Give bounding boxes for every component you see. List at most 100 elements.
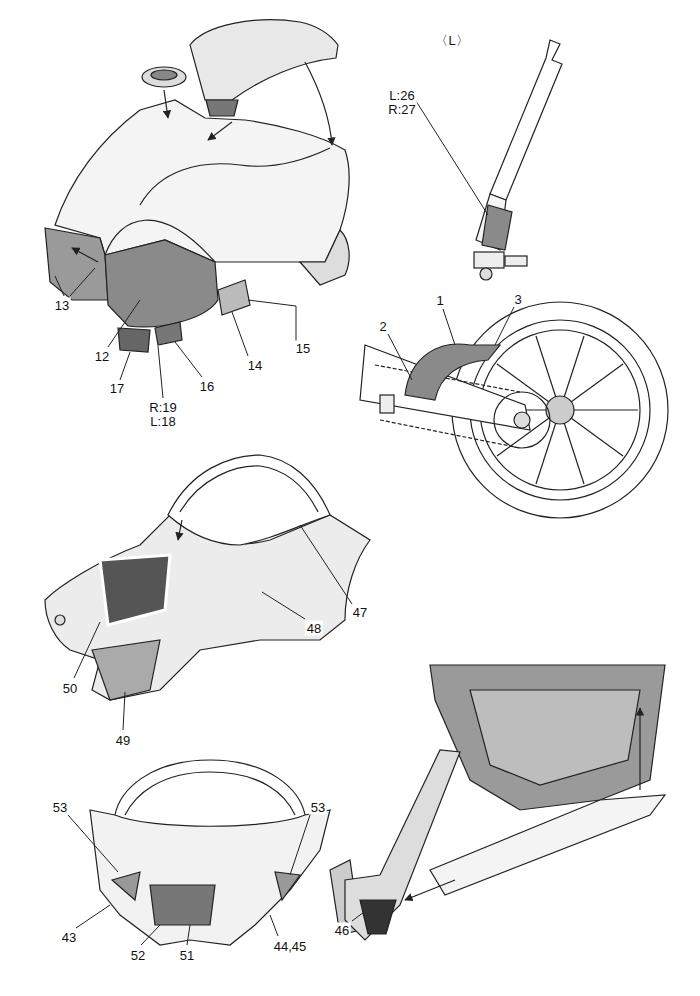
front-fork-part bbox=[505, 256, 527, 266]
leader-lines-part bbox=[74, 622, 100, 678]
callout-number: L:18 bbox=[148, 414, 177, 429]
tank-assembly-part bbox=[208, 122, 232, 140]
leader-lines-part bbox=[187, 925, 190, 945]
leader-lines-part bbox=[120, 352, 130, 380]
callout-number: 43 bbox=[60, 930, 78, 945]
tank-assembly-part bbox=[155, 322, 182, 345]
under-cowl-part bbox=[430, 795, 665, 895]
tank-assembly-part bbox=[142, 67, 186, 87]
leader-lines-part bbox=[388, 334, 412, 380]
cowl-front-view bbox=[90, 760, 330, 945]
leader-lines-part bbox=[141, 925, 160, 945]
callout-number: 46 bbox=[333, 923, 351, 938]
tank-assembly-part bbox=[72, 248, 98, 262]
upper-cowl-part bbox=[92, 640, 160, 700]
tank-assembly-part bbox=[140, 148, 330, 205]
callout-number: 50 bbox=[61, 681, 79, 696]
leader-lines-part bbox=[352, 912, 364, 921]
callout-number: 49 bbox=[114, 733, 132, 748]
under-cowl-part bbox=[430, 665, 665, 810]
callout-number: 13 bbox=[53, 298, 71, 313]
under-cowl-part bbox=[639, 708, 640, 790]
rear-wheel-part bbox=[536, 336, 584, 484]
callout-number: 47 bbox=[351, 605, 369, 620]
upper-cowl-part bbox=[45, 515, 370, 700]
leader-lines-part bbox=[175, 342, 202, 377]
tank-assembly-part bbox=[206, 100, 238, 116]
leader-lines-part bbox=[262, 592, 305, 619]
callout-number: 53 bbox=[51, 800, 69, 815]
cowl-front-view-part bbox=[112, 872, 140, 900]
rear-wheel-part bbox=[494, 392, 550, 448]
tank-assembly-part bbox=[164, 90, 168, 118]
callout-number: 17 bbox=[108, 381, 126, 396]
leader-lines-part bbox=[290, 815, 310, 875]
rear-wheel-part bbox=[380, 420, 520, 448]
leader-lines-part bbox=[68, 815, 118, 872]
callout-number: 1 bbox=[434, 293, 445, 308]
front-fork-part bbox=[480, 268, 492, 280]
under-cowl-part bbox=[405, 880, 455, 900]
callout-number: 2 bbox=[377, 319, 388, 334]
leader-lines-part bbox=[158, 346, 163, 398]
leader-lines-part bbox=[416, 101, 488, 215]
rear-wheel-part bbox=[536, 336, 584, 484]
under-cowl bbox=[330, 665, 665, 940]
upper-cowl-part bbox=[180, 466, 318, 512]
tank-assembly-part bbox=[218, 280, 250, 315]
cowl-front-view-part bbox=[115, 760, 305, 815]
tank-assembly-part bbox=[190, 20, 338, 100]
callout-number: 14 bbox=[246, 358, 264, 373]
front-fork-part bbox=[490, 40, 562, 200]
tank-assembly-part bbox=[151, 70, 177, 80]
leader-lines-part bbox=[248, 300, 296, 341]
leader-lines-part bbox=[232, 312, 248, 356]
callout-number: R:27 bbox=[386, 102, 417, 117]
leader-lines-part bbox=[70, 268, 95, 296]
tank-assembly-part bbox=[45, 228, 108, 300]
callout-number: 52 bbox=[129, 948, 147, 963]
callout-number: 3 bbox=[512, 292, 523, 307]
under-cowl-part bbox=[470, 690, 640, 785]
leader-lines-part bbox=[300, 525, 352, 604]
cowl-front-view-part bbox=[275, 872, 300, 900]
callout-number: 15 bbox=[294, 341, 312, 356]
upper-cowl bbox=[45, 455, 370, 700]
upper-cowl-part bbox=[100, 555, 170, 625]
front-fork-part bbox=[474, 252, 504, 268]
rear-wheel-part bbox=[514, 412, 530, 428]
callout-number: 12 bbox=[93, 349, 111, 364]
front-fork bbox=[474, 40, 562, 280]
cowl-front-view-part bbox=[125, 772, 295, 815]
tank-assembly-part bbox=[300, 230, 349, 285]
tank-assembly-part bbox=[305, 62, 332, 145]
leader-lines-part bbox=[495, 307, 514, 345]
upper-cowl-part bbox=[168, 455, 330, 545]
leader-lines-part bbox=[108, 300, 140, 347]
callout-number: R:19 bbox=[147, 400, 178, 415]
leader-lines bbox=[55, 101, 514, 945]
tank-assembly-part bbox=[118, 328, 150, 352]
callout-number: 〈L〉 bbox=[433, 33, 470, 48]
rear-wheel-part bbox=[380, 395, 394, 413]
rear-wheel-part bbox=[405, 344, 500, 400]
callout-number: 44,45 bbox=[272, 939, 309, 954]
cowl-front-view-part bbox=[150, 885, 215, 925]
tank-assembly-part bbox=[105, 240, 218, 327]
leader-lines-part bbox=[443, 309, 455, 345]
leader-lines-part bbox=[270, 915, 278, 936]
under-cowl-part bbox=[345, 750, 460, 940]
callout-number: 53 bbox=[309, 800, 327, 815]
callout-number: L:26 bbox=[387, 88, 416, 103]
leader-lines-part bbox=[123, 692, 125, 730]
tank-assembly bbox=[45, 20, 349, 352]
upper-cowl-part bbox=[55, 615, 65, 625]
leader-lines-part bbox=[55, 276, 64, 296]
callout-number: 51 bbox=[178, 948, 196, 963]
under-cowl-part bbox=[360, 900, 396, 934]
cowl-front-view-part bbox=[90, 810, 330, 945]
callout-number: 48 bbox=[305, 621, 323, 636]
